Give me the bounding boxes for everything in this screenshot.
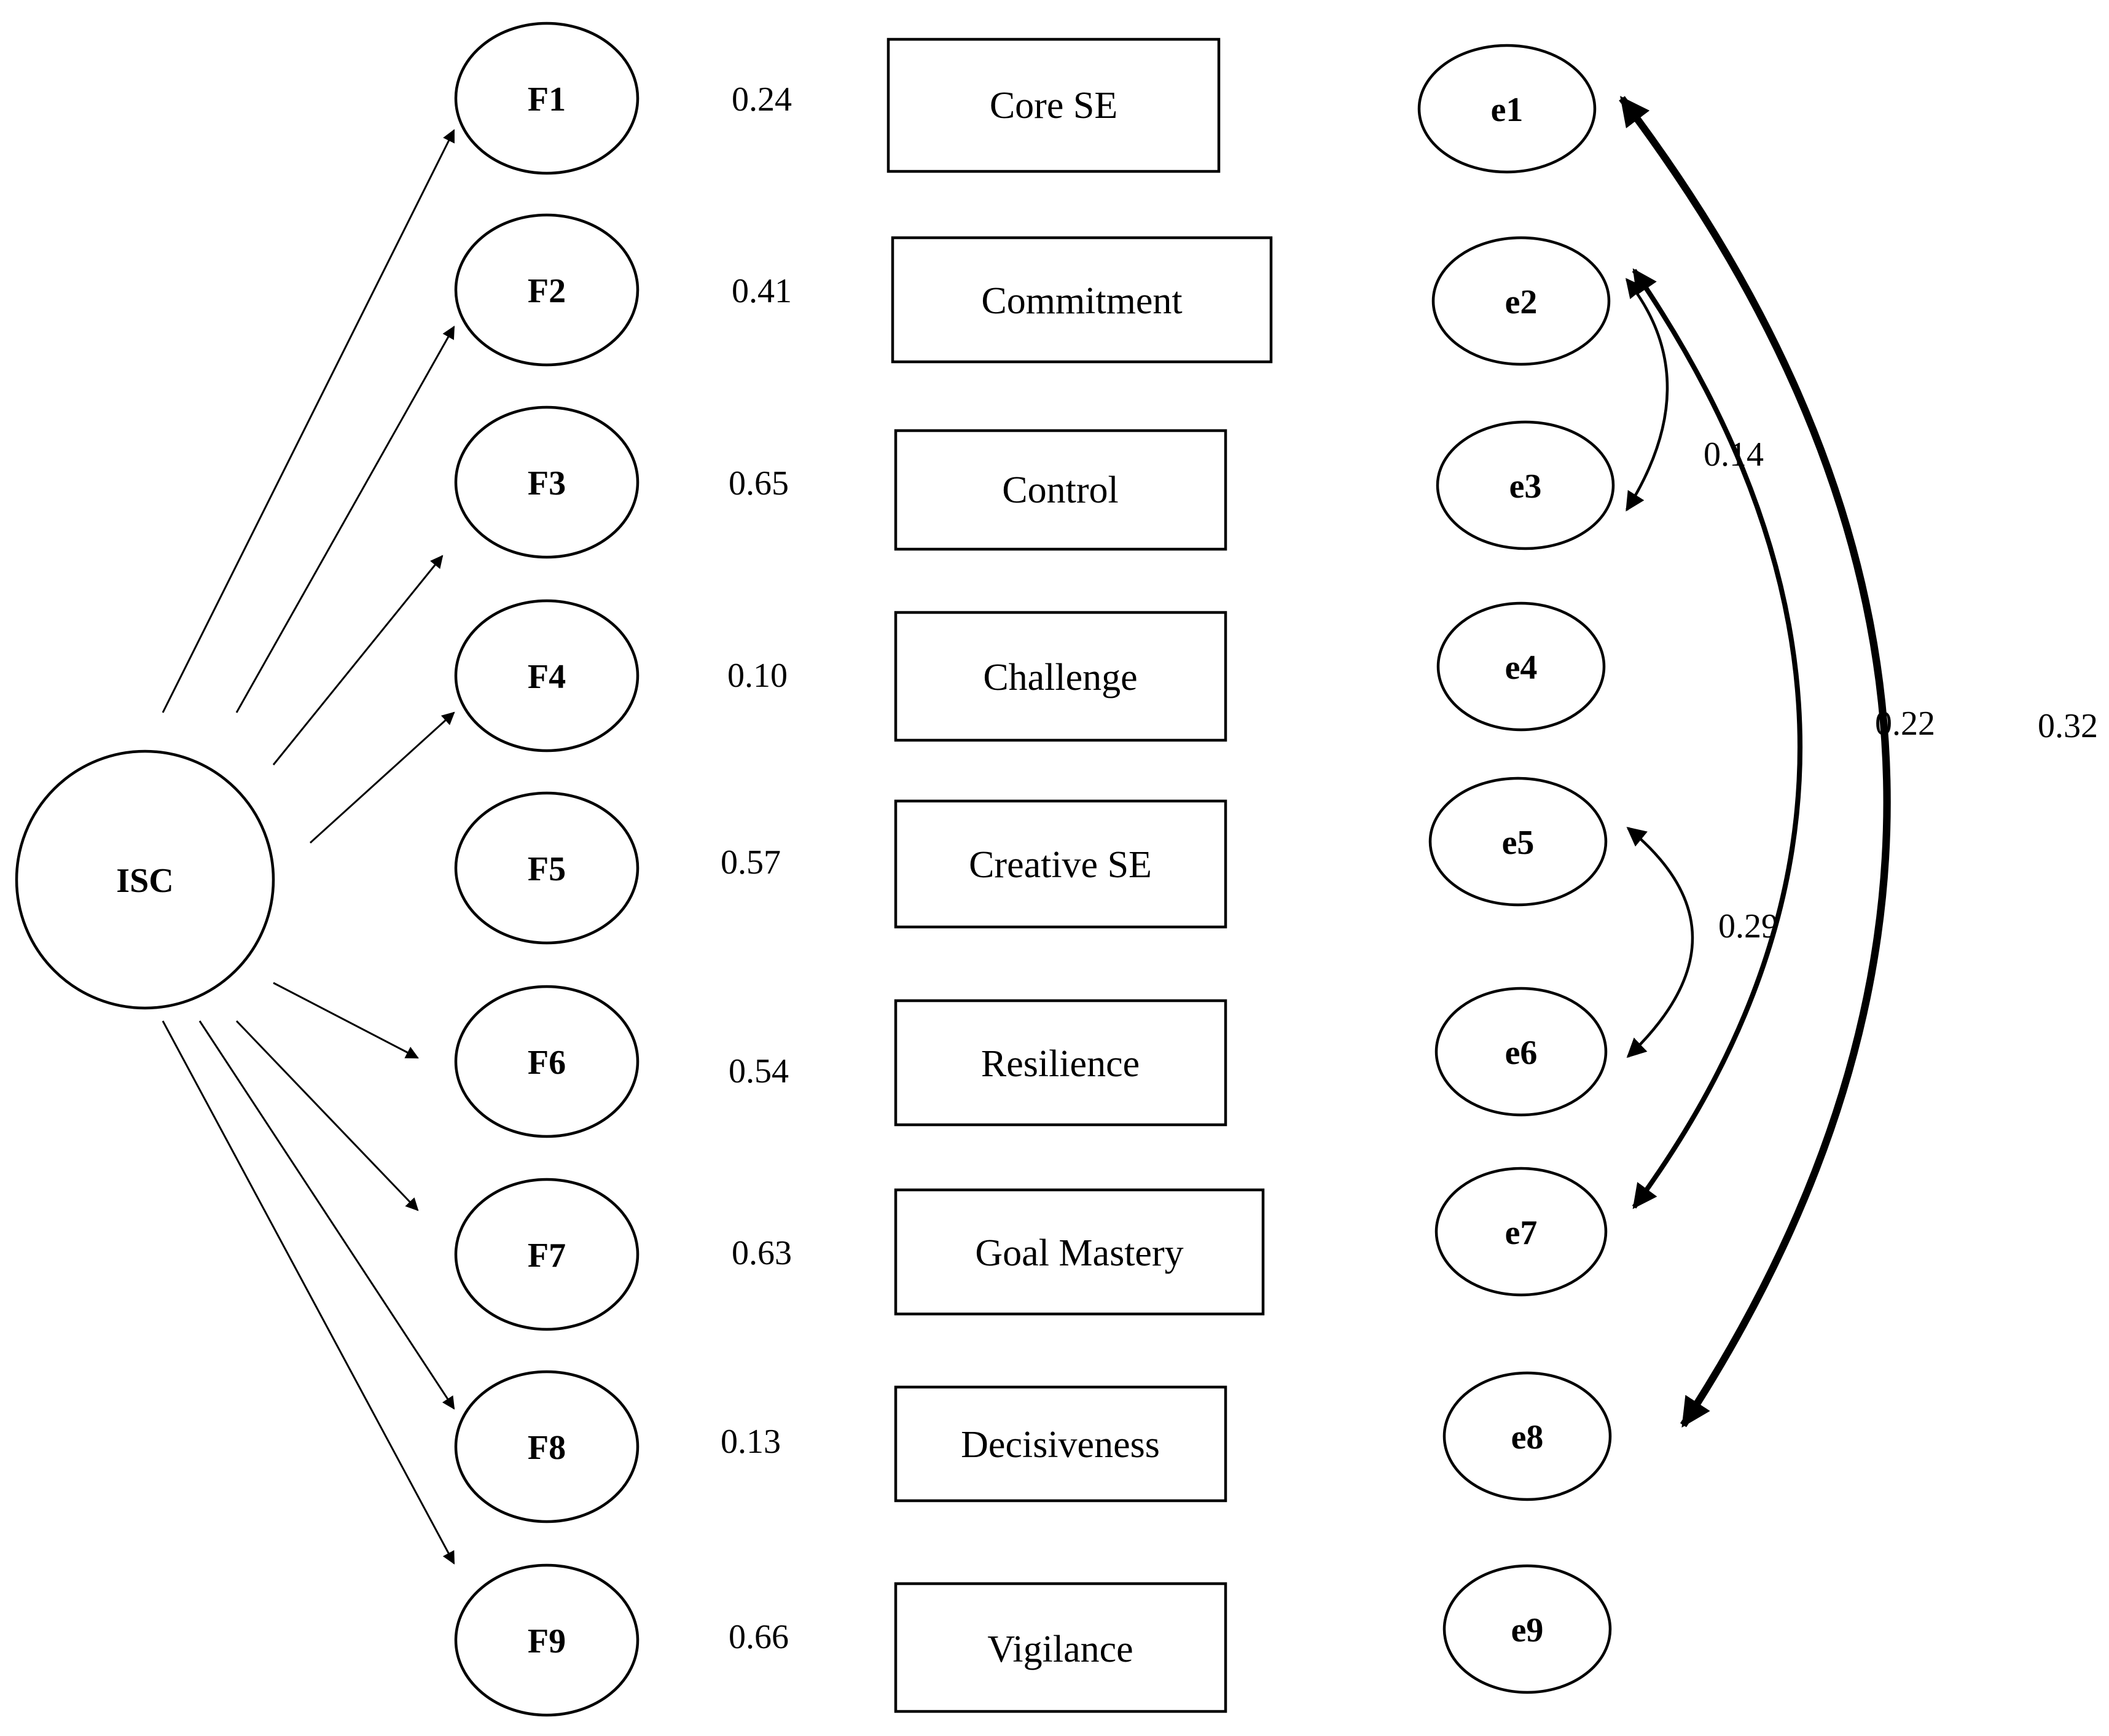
- svg-text:Challenge: Challenge: [983, 657, 1137, 698]
- loading-f5: 0.57: [721, 843, 781, 882]
- svg-text:e5: e5: [1502, 824, 1535, 862]
- isc-node: ISC: [15, 749, 275, 1010]
- error-e5: e5: [1428, 776, 1608, 907]
- svg-text:F7: F7: [528, 1237, 566, 1275]
- corr-e1-e8: [1619, 96, 1891, 1428]
- corr-e5-e6-value: 0.29: [1718, 907, 1778, 945]
- path-isc-f3: [272, 555, 444, 765]
- svg-text:Creative SE: Creative SE: [969, 844, 1152, 886]
- svg-text:Control: Control: [1002, 469, 1118, 511]
- svg-text:F5: F5: [528, 850, 566, 888]
- svg-text:Vigilance: Vigilance: [987, 1628, 1133, 1670]
- svg-text:Goal Mastery: Goal Mastery: [975, 1232, 1183, 1274]
- corr-e1-e8-value: 0.32: [2038, 707, 2098, 745]
- svg-text:e2: e2: [1505, 283, 1538, 321]
- svg-text:F9: F9: [528, 1622, 566, 1660]
- indicator-vigilance: Vigilance: [894, 1582, 1227, 1713]
- indicator-control: Control: [894, 429, 1227, 551]
- factor-f8: F8: [454, 1370, 640, 1523]
- error-e1: e1: [1417, 44, 1597, 174]
- loading-f2: 0.41: [732, 272, 792, 310]
- corr-e5-e6: [1626, 827, 1694, 1058]
- svg-text:e9: e9: [1511, 1611, 1544, 1649]
- indicator-boxes: Core SE Commitment Control Challenge Cre…: [886, 37, 1273, 1713]
- error-e7: e7: [1434, 1167, 1608, 1297]
- indicator-challenge: Challenge: [894, 611, 1227, 742]
- factor-f3: F3: [454, 405, 640, 559]
- svg-text:e6: e6: [1505, 1034, 1538, 1072]
- svg-text:F2: F2: [528, 272, 566, 310]
- error-correlations: 0.14 0.29 0.22 0.32: [1619, 96, 2098, 1428]
- error-e9: e9: [1442, 1564, 1612, 1694]
- loading-values: 0.24 0.41 0.65 0.10 0.57 0.54 0.63 0.13 …: [721, 80, 792, 1656]
- indicator-goal-mastery: Goal Mastery: [894, 1188, 1265, 1316]
- loading-f7: 0.63: [732, 1234, 792, 1272]
- svg-text:F6: F6: [528, 1044, 566, 1082]
- corr-e2-e7: [1632, 268, 1802, 1210]
- svg-text:F1: F1: [528, 80, 566, 119]
- error-e2: e2: [1431, 236, 1611, 366]
- path-isc-f7: [235, 1020, 419, 1211]
- isc-label: ISC: [116, 862, 173, 900]
- factor-f1: F1: [454, 22, 640, 175]
- path-isc-f6: [273, 982, 419, 1059]
- svg-text:e4: e4: [1505, 649, 1538, 687]
- factor-f6: F6: [454, 985, 640, 1138]
- error-e8: e8: [1442, 1371, 1612, 1501]
- svg-text:e1: e1: [1491, 91, 1524, 129]
- svg-text:F3: F3: [528, 464, 566, 502]
- error-e3: e3: [1436, 420, 1615, 550]
- path-isc-f2: [235, 326, 455, 713]
- indicator-core-se: Core SE: [886, 37, 1221, 173]
- indicator-creative-se: Creative SE: [894, 799, 1227, 929]
- svg-text:F4: F4: [528, 658, 566, 696]
- svg-text:e3: e3: [1509, 467, 1542, 506]
- path-isc-f9: [162, 1020, 455, 1565]
- factor-f9: F9: [454, 1563, 640, 1717]
- indicator-commitment: Commitment: [891, 236, 1273, 364]
- isc-to-factor-paths: [162, 129, 455, 1565]
- indicator-decisiveness: Decisiveness: [894, 1385, 1227, 1503]
- loading-f3: 0.65: [729, 464, 789, 502]
- corr-e2-e3-value: 0.14: [1704, 436, 1764, 474]
- svg-text:Decisiveness: Decisiveness: [961, 1424, 1160, 1466]
- path-isc-f8: [198, 1020, 455, 1410]
- path-isc-f4: [309, 711, 455, 844]
- loading-f6: 0.54: [729, 1052, 789, 1090]
- error-nodes: e1 e2 e3 e4 e5 e6 e7 e8 e9: [1417, 44, 1615, 1694]
- loading-f9: 0.66: [729, 1618, 789, 1656]
- svg-text:e7: e7: [1505, 1214, 1538, 1252]
- path-isc-f1: [162, 129, 455, 713]
- svg-text:F8: F8: [528, 1429, 566, 1467]
- factor-f5: F5: [454, 791, 640, 945]
- error-e6: e6: [1434, 987, 1608, 1117]
- factor-nodes: F1 F2 F3 F4 F5 F6 F7 F8 F9: [454, 22, 640, 1717]
- factor-f2: F2: [454, 213, 640, 367]
- svg-text:Core SE: Core SE: [990, 85, 1117, 127]
- loading-f8: 0.13: [721, 1423, 781, 1461]
- error-e4: e4: [1436, 601, 1606, 732]
- svg-text:Resilience: Resilience: [981, 1043, 1140, 1085]
- indicator-resilience: Resilience: [894, 999, 1227, 1127]
- loading-f4: 0.10: [727, 657, 788, 695]
- svg-text:Commitment: Commitment: [981, 280, 1182, 322]
- factor-f7: F7: [454, 1178, 640, 1331]
- svg-text:e8: e8: [1511, 1418, 1544, 1456]
- loading-f1: 0.24: [732, 80, 792, 119]
- factor-f4: F4: [454, 599, 640, 753]
